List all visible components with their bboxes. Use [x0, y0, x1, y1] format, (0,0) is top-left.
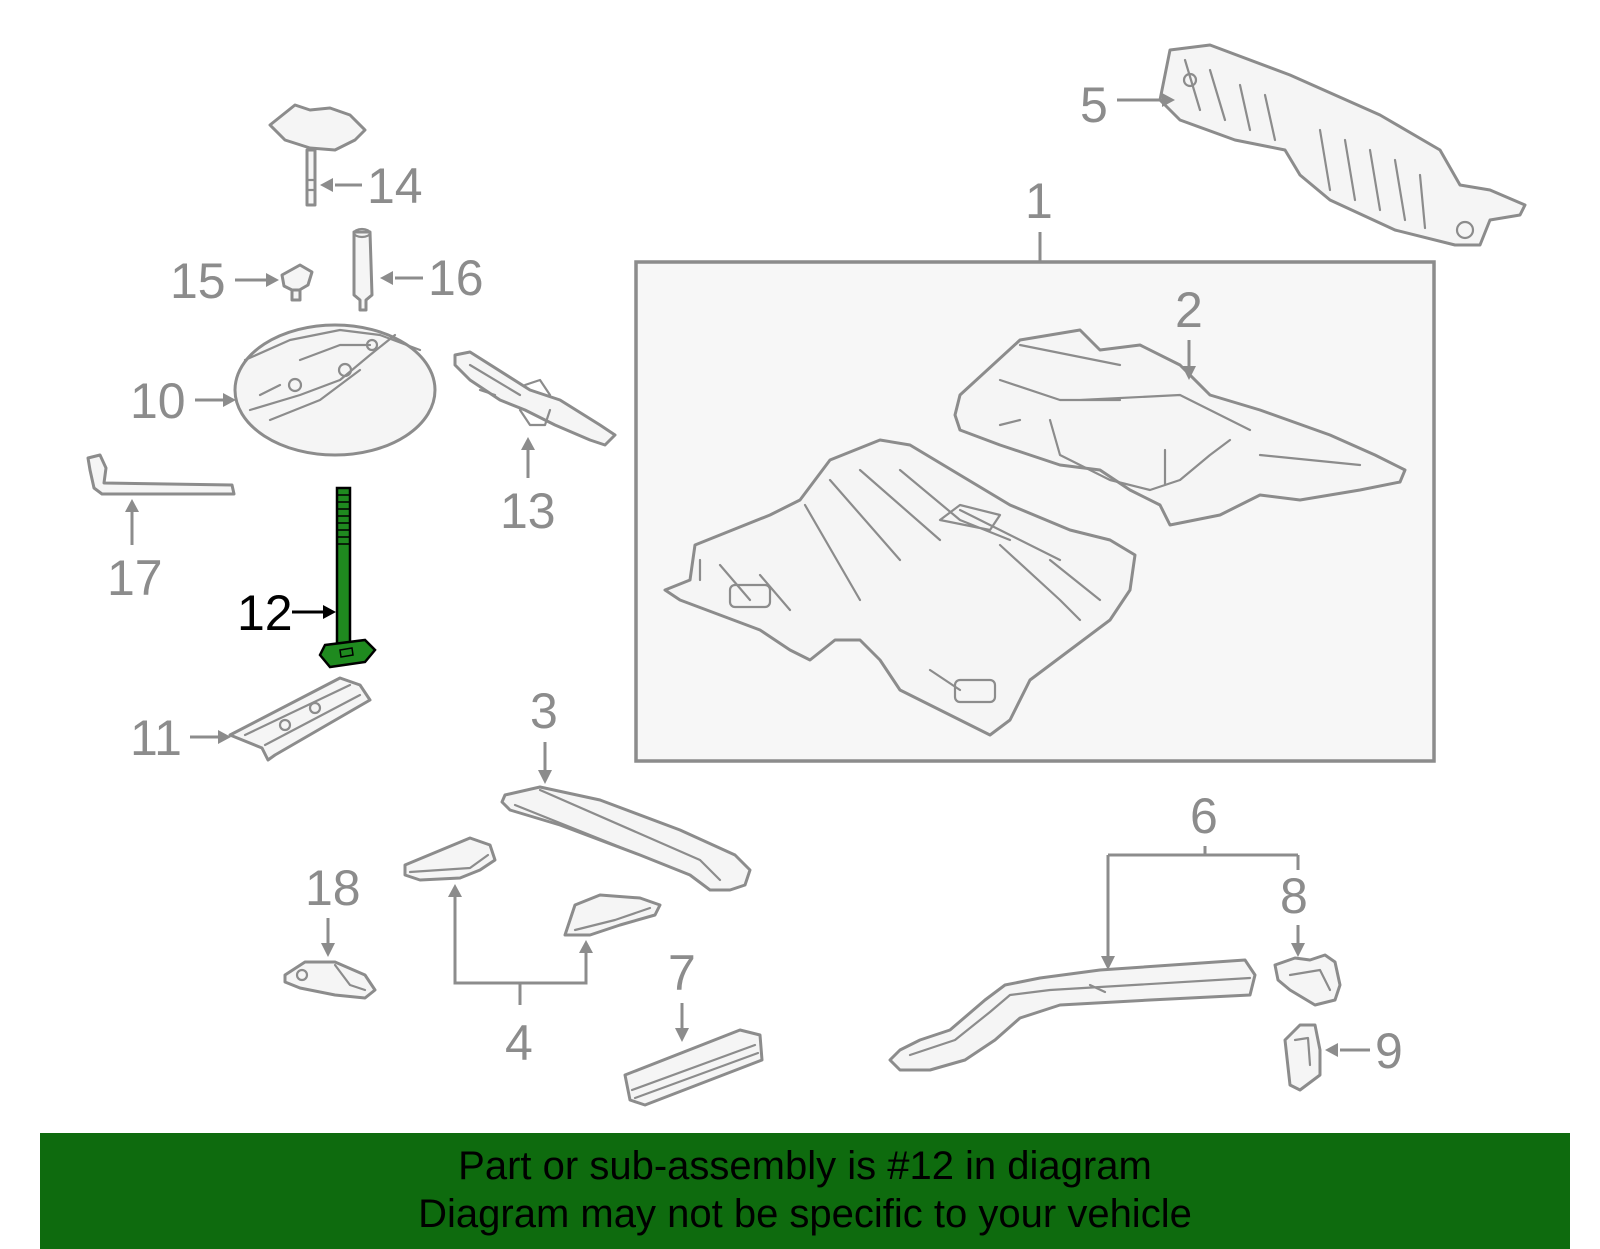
part-2-rear-floor-pan[interactable]: [953, 328, 1407, 527]
part-11-bracket[interactable]: [228, 676, 372, 762]
part-12-hold-down-bolt[interactable]: [318, 486, 377, 669]
part-17-jack-handle[interactable]: [86, 453, 236, 496]
part-4-bracket-right[interactable]: [563, 893, 662, 937]
part-8-bracket[interactable]: [1273, 953, 1342, 1007]
callout-15: 15: [170, 253, 226, 309]
callout-2: 2: [1175, 282, 1203, 338]
part-14-hold-down-knob[interactable]: [268, 103, 367, 207]
part-18-bracket[interactable]: [283, 960, 377, 1000]
callout-17: 17: [107, 550, 163, 606]
part-13-jack[interactable]: [453, 350, 617, 447]
callout-3: 3: [530, 683, 558, 739]
callout-5: 5: [1080, 77, 1108, 133]
leader-4: [453, 895, 588, 1005]
part-10-jack-tray[interactable]: [233, 323, 437, 457]
callout-4: 4: [505, 1015, 533, 1071]
part-4-bracket-left[interactable]: [403, 836, 497, 882]
banner-line-disclaimer: Diagram may not be specific to your vehi…: [418, 1192, 1192, 1236]
banner-line-part: Part or sub-assembly is #12 in diagram: [458, 1144, 1152, 1188]
notice-banner: Part or sub-assembly is #12 in diagram D…: [40, 1133, 1570, 1249]
callout-13: 13: [500, 483, 556, 539]
leader-6: [1106, 846, 1300, 958]
part-15-clip[interactable]: [280, 263, 314, 302]
callout-14: 14: [367, 158, 423, 214]
callout-11: 11: [130, 710, 182, 766]
part-16-spacer[interactable]: [352, 227, 374, 312]
part-9-bracket[interactable]: [1283, 1023, 1322, 1092]
callout-9: 9: [1375, 1023, 1403, 1079]
callout-12: 12: [237, 585, 293, 641]
callout-8: 8: [1280, 868, 1308, 924]
part-6-rear-rail[interactable]: [888, 958, 1257, 1072]
callout-7: 7: [668, 945, 696, 1001]
part-7-reinforcement[interactable]: [623, 1028, 764, 1107]
part-1-front-floor-pan[interactable]: [663, 438, 1137, 737]
callout-6: 6: [1190, 788, 1218, 844]
callout-18: 18: [305, 860, 361, 916]
part-5-rear-panel[interactable]: [1158, 43, 1527, 247]
callout-10: 10: [130, 373, 186, 429]
part-3-crossmember[interactable]: [500, 785, 752, 892]
callout-16: 16: [428, 250, 484, 306]
callout-1: 1: [1025, 173, 1053, 229]
